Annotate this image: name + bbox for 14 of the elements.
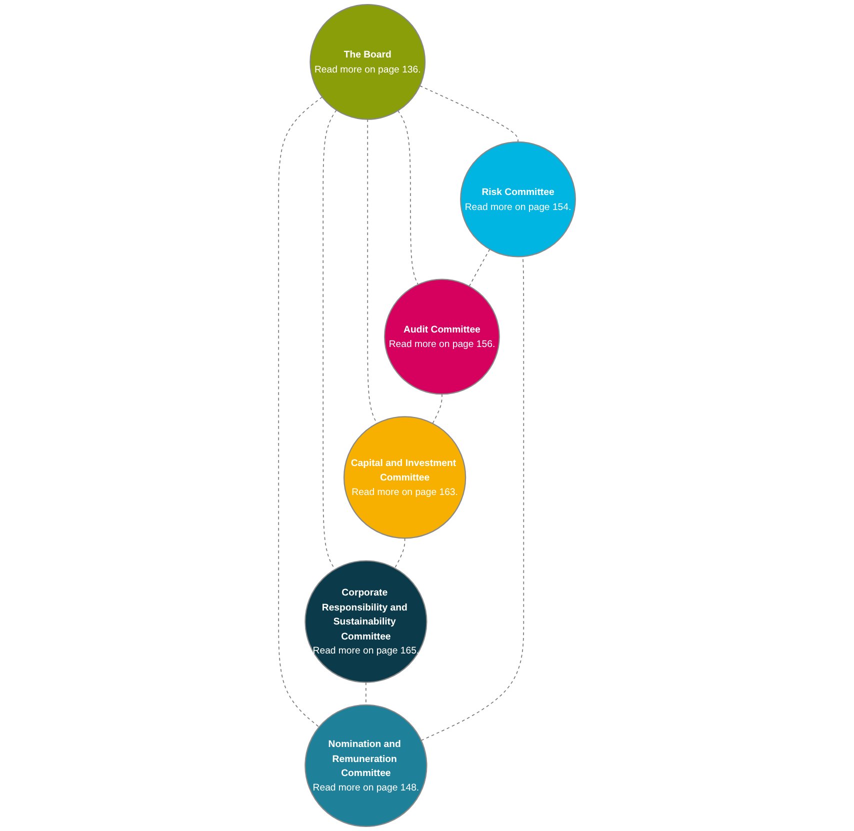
node-circle: Risk Committee Read more on page 154. — [460, 141, 576, 258]
connector — [367, 118, 378, 424]
connector — [432, 394, 442, 424]
node-circle: Capital and Investment Committee Read more on page 163. — [343, 416, 466, 539]
node-circle: Nomination and Remuneration Committee Read more on page 148. — [304, 704, 428, 828]
node-circle: The Board Read more on page 136. — [310, 4, 426, 120]
connector — [398, 110, 418, 285]
connector — [278, 96, 323, 728]
connector — [468, 248, 490, 287]
node-circle: Corporate Responsibility and Sustainability Committee Read more on page 165. — [304, 560, 428, 683]
connector — [419, 85, 518, 142]
connector — [394, 538, 406, 569]
connector — [420, 256, 524, 741]
node-circle: Audit Committee Read more on page 156. — [384, 278, 500, 395]
